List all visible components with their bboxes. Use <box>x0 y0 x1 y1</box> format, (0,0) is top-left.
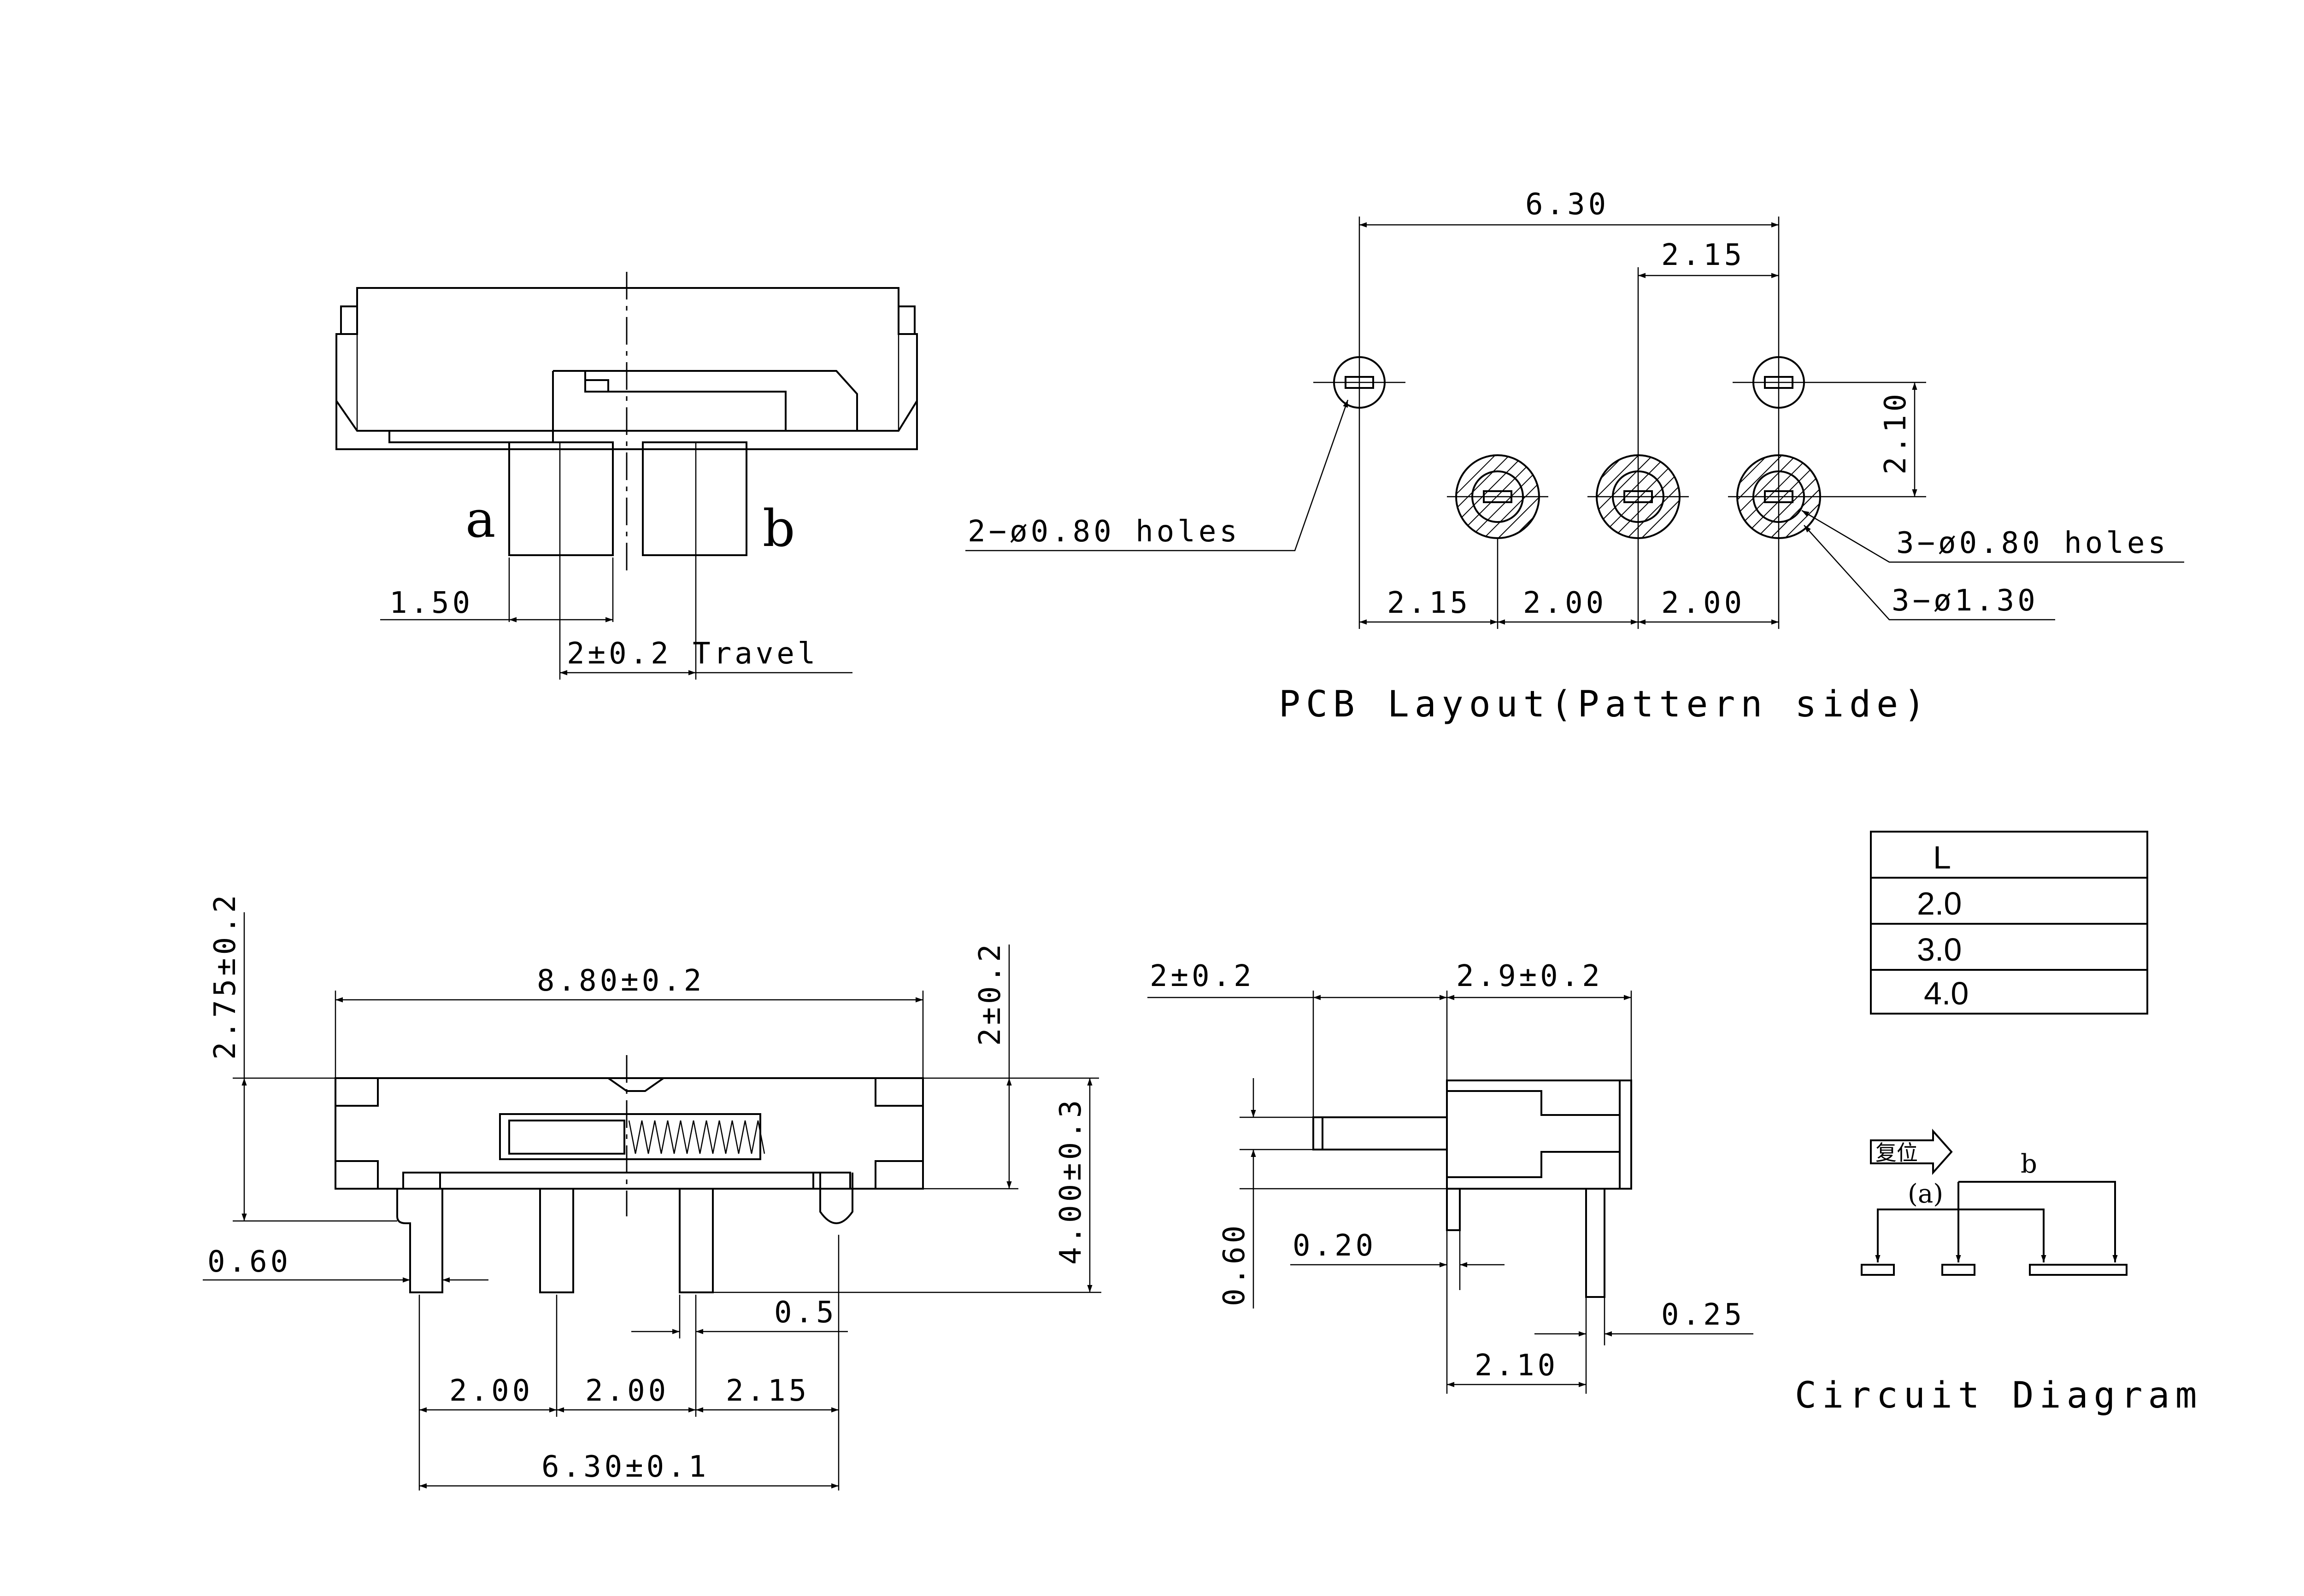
front-dim-pitch-1: 2.00 <box>449 1374 533 1408</box>
front-dim-gap: 0.5 <box>774 1296 837 1330</box>
front-view: 8.80±0.2 2.75±0.2 2±0.2 4.00±0.3 0.60 0.… <box>203 892 1101 1490</box>
front-dim-pitch-2: 2.00 <box>585 1374 669 1408</box>
lever-table: L 2.0 3.0 4.0 <box>1870 831 2148 1015</box>
pcb-dim-top: 2.15 <box>1661 238 1745 272</box>
dim-travel: 2±0.2 Travel <box>567 637 818 671</box>
label-a: a <box>465 490 496 549</box>
side-dim-pin-spacing: 2.10 <box>1475 1349 1558 1383</box>
table-header: L <box>1933 839 1951 875</box>
front-dim-height-left: 2.75±0.2 <box>208 892 242 1060</box>
label-b: b <box>763 499 795 558</box>
pcb-dim-b1: 2.15 <box>1387 586 1471 620</box>
side-dim-lever: 2±0.2 <box>1150 959 1255 993</box>
pcb-dim-b3: 2.00 <box>1661 586 1745 620</box>
pcb-dim-vertical: 2.10 <box>1879 391 1913 475</box>
front-dim-overall-pins: 6.30±0.1 <box>541 1450 709 1484</box>
circuit-label-a: (a) <box>1908 1179 1943 1209</box>
pad-3 <box>1728 454 1832 539</box>
side-dim-pin-thick-2: 0.25 <box>1661 1298 1745 1332</box>
front-dim-pin: 0.60 <box>207 1245 291 1279</box>
table-row-2: 3.0 <box>1917 932 1962 968</box>
dim-1-50: 1.50 <box>389 586 473 620</box>
note-pads: 3−ø1.30 <box>1892 584 2039 618</box>
front-dim-pitch-3: 2.15 <box>726 1374 810 1408</box>
front-dim-width: 8.80±0.2 <box>537 964 705 998</box>
pcb-layout-title: PCB Layout(Pattern side) <box>1279 684 1931 725</box>
circuit-title: Circuit Diagram <box>1795 1375 2202 1416</box>
pad-1 <box>1447 454 1548 539</box>
side-dim-body: 2.9±0.2 <box>1456 959 1603 993</box>
front-dim-total-height: 4.00±0.3 <box>1054 1097 1088 1265</box>
top-view: a b 1.50 2±0.2 Travel <box>335 272 918 680</box>
front-dim-height-right: 2±0.2 <box>973 941 1007 1046</box>
circuit-label-b: b <box>2021 1149 2037 1179</box>
note-small-holes: 2−ø0.80 holes <box>968 515 1240 549</box>
reset-arrow-label: 复位 <box>1875 1140 1918 1165</box>
table-row-1: 2.0 <box>1917 886 1962 921</box>
circuit-diagram: 复位 (a) b Circuit Diagram <box>1795 1128 2202 1416</box>
reset-arrow-icon <box>1870 1128 1953 1175</box>
side-dim-pin-vert: 0.60 <box>1217 1222 1252 1306</box>
pcb-dim-b2: 2.00 <box>1523 586 1607 620</box>
note-pin-holes: 3−ø0.80 holes <box>1896 526 2169 560</box>
table-row-3: 4.0 <box>1924 975 1969 1011</box>
pcb-dim-overall: 6.30 <box>1525 188 1609 222</box>
side-dim-pin-thick: 0.20 <box>1293 1229 1376 1263</box>
pcb-layout: 6.30 2.15 2.10 2.15 2.00 2.00 2−ø0.80 ho… <box>965 188 2184 725</box>
side-view: 2±0.2 2.9±0.2 0.60 0.20 0.25 2.10 <box>1147 959 1753 1394</box>
